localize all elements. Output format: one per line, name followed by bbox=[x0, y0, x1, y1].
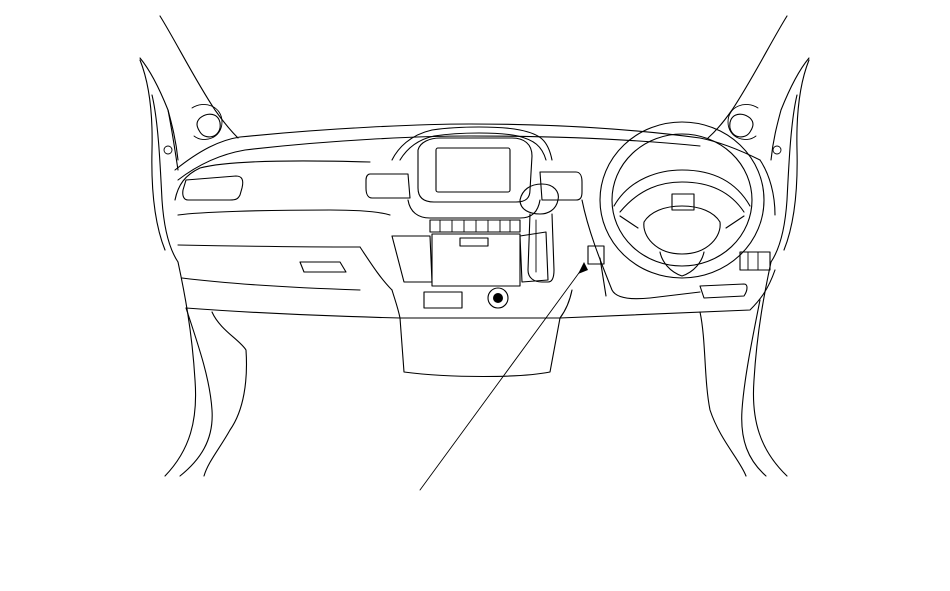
power-outlet bbox=[487, 287, 509, 309]
dashboard-top bbox=[174, 123, 776, 216]
dashboard-right-body bbox=[559, 199, 776, 319]
center-left-vent bbox=[365, 173, 411, 199]
left-a-pillar bbox=[139, 15, 239, 263]
leader-line bbox=[419, 265, 585, 491]
control-panel bbox=[431, 233, 521, 287]
shift-knob bbox=[519, 183, 559, 215]
left-lower-panel bbox=[164, 261, 247, 477]
center-right-vent bbox=[539, 171, 583, 201]
console-right-panel bbox=[519, 231, 549, 283]
right-speaker-grille bbox=[729, 113, 754, 138]
shift-lever bbox=[519, 183, 559, 283]
right-pillar-bolt bbox=[772, 145, 782, 155]
display-bezel bbox=[417, 137, 533, 203]
glove-box-handle bbox=[299, 261, 347, 273]
dashboard-left-body bbox=[177, 209, 401, 319]
right-a-pillar bbox=[707, 15, 810, 263]
switch-panel bbox=[739, 251, 771, 271]
steering-emblem bbox=[671, 193, 695, 211]
steering-wheel bbox=[599, 121, 765, 279]
left-air-vent bbox=[182, 175, 244, 201]
right-lower-panel bbox=[699, 261, 788, 477]
hazard-switch bbox=[459, 237, 489, 247]
storage-tray bbox=[423, 291, 463, 309]
button-strip-top bbox=[429, 219, 521, 233]
center-console bbox=[365, 126, 583, 378]
display-screen bbox=[435, 147, 511, 193]
left-pillar-bolt bbox=[163, 145, 173, 155]
steering-wheel-outer-rim bbox=[599, 121, 765, 279]
console-left-panel bbox=[391, 235, 433, 283]
left-speaker-grille bbox=[196, 113, 221, 138]
airbag-cover bbox=[643, 205, 721, 255]
connector-box bbox=[587, 245, 605, 265]
steering-wheel-inner-rim bbox=[611, 133, 753, 267]
right-lower-vent bbox=[699, 283, 748, 299]
